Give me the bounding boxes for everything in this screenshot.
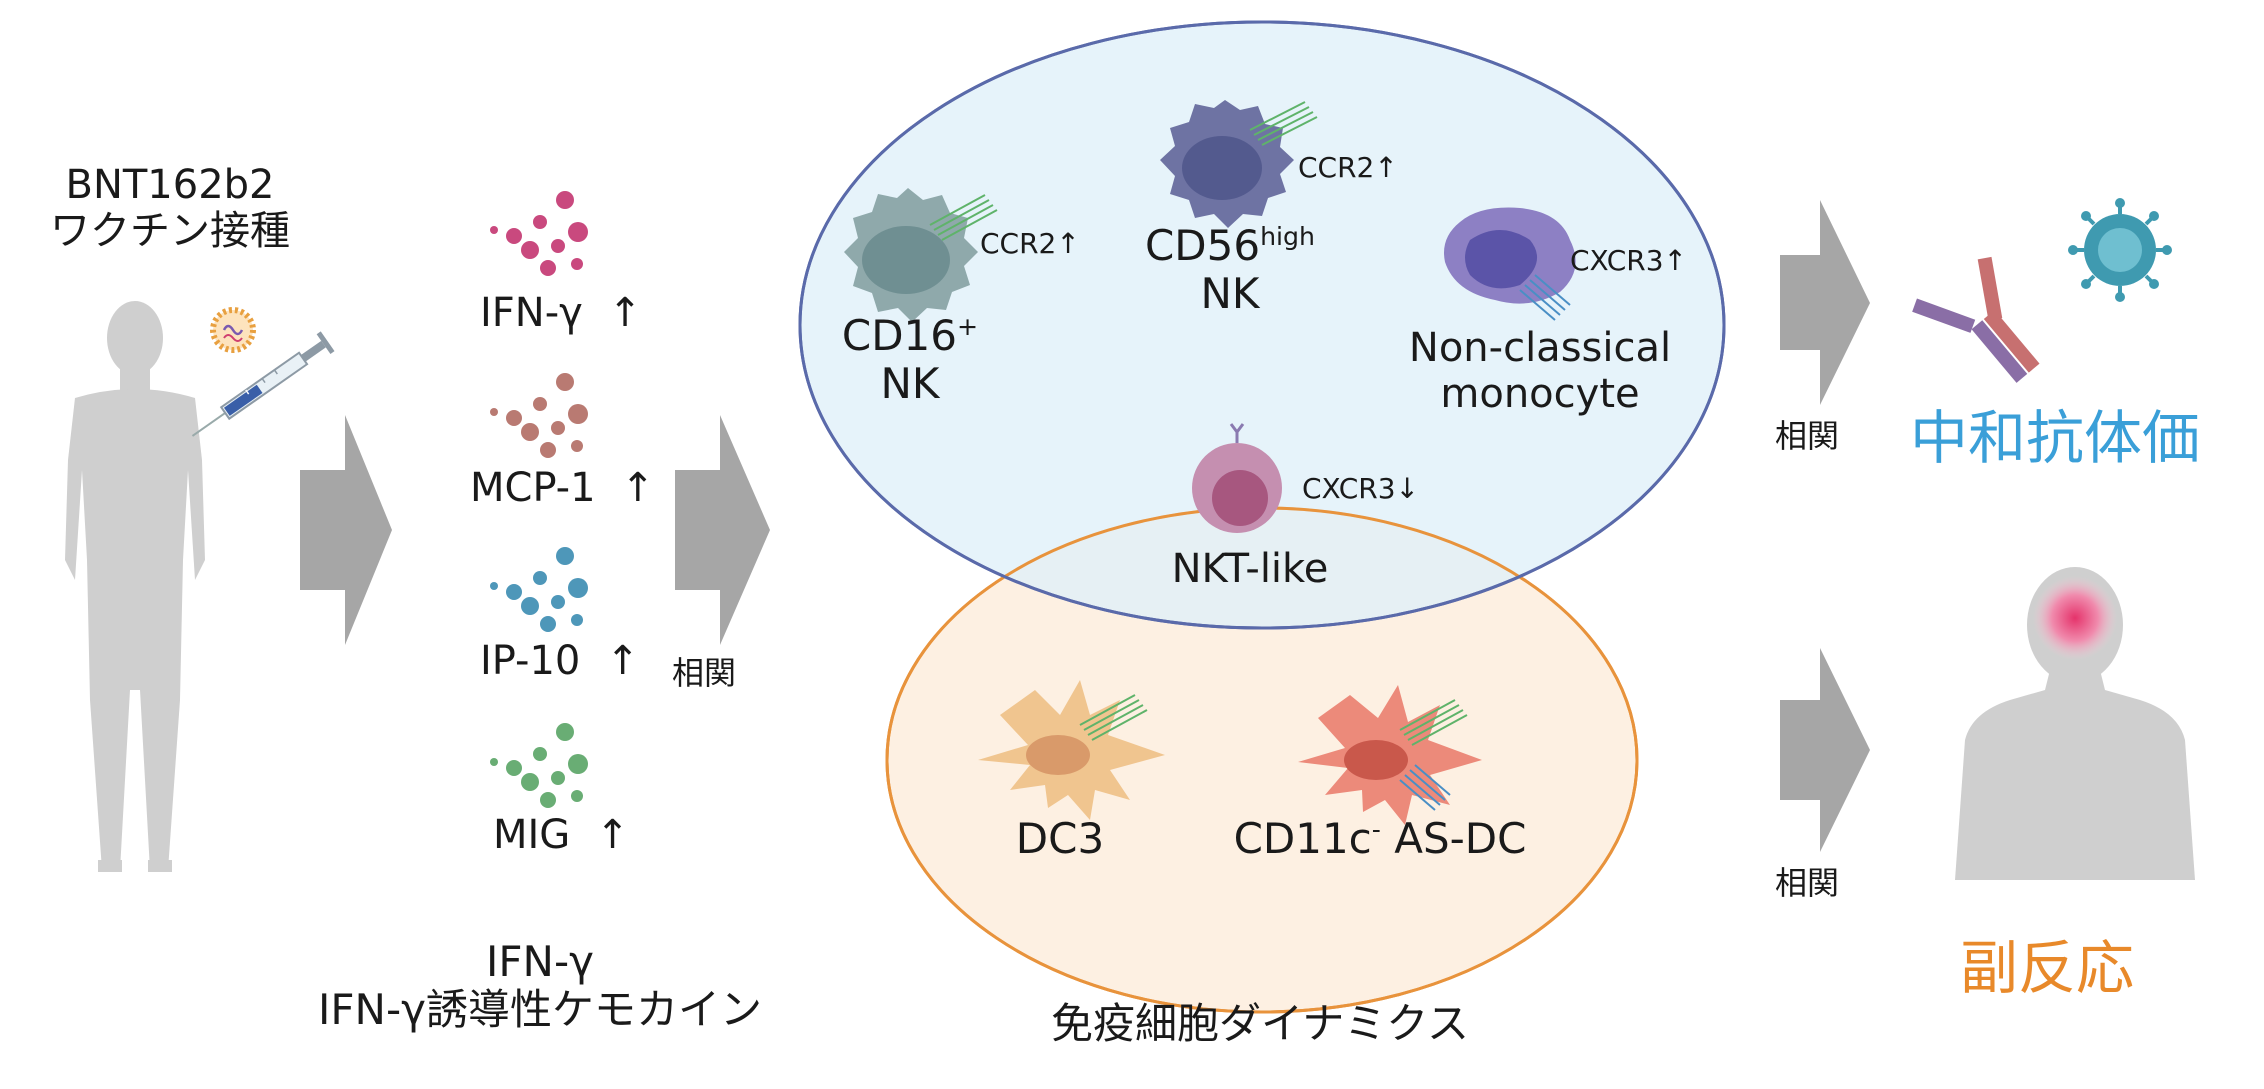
bottom-center-caption: 免疫細胞ダイナミクス: [1051, 999, 1469, 1048]
dc3-cell-icon: [978, 680, 1165, 820]
cd16-nk-label: CD16+ NK: [841, 311, 979, 409]
cd56-nk-label: CD56high NK: [1144, 221, 1316, 319]
correlation-label-1: 相関: [672, 654, 737, 692]
nkt-receptor-label: CXCR3↓: [1302, 472, 1419, 505]
nkt-label: NKT-like: [1171, 546, 1329, 592]
ifng-dots-icon: [490, 191, 588, 276]
arrow-4-icon: [1780, 648, 1870, 852]
asdc-label: CD11c- AS-DC: [1233, 814, 1527, 863]
arrow-1-icon: [300, 415, 392, 645]
monocyte-label: Non-classical monocyte: [1408, 325, 1672, 417]
person-silhouette-icon: [65, 301, 205, 872]
vaccine-title: BNT162b2 ワクチン接種: [50, 162, 290, 254]
cd56-receptor-label: CCR2↑: [1298, 151, 1398, 184]
monocyte-receptor-label: CXCR3↑: [1570, 244, 1687, 277]
neutralizing-antibody-title: 中和抗体価: [1910, 404, 2201, 472]
cd16-receptor-label: CCR2↑: [980, 227, 1080, 260]
correlation-label-3: 相関: [1775, 864, 1840, 902]
bottom-left-caption: IFN-γ IFN-γ誘導性ケモカイン: [318, 937, 762, 1035]
lipid-nanoparticle-icon: [210, 307, 256, 353]
correlation-label-2: 相関: [1775, 417, 1840, 455]
monocyte-cell-icon: [1444, 207, 1576, 321]
mig-dots-icon: [490, 723, 588, 808]
ip10-dots-icon: [490, 547, 588, 632]
mcp1-dots-icon: [490, 373, 588, 458]
cytokine-ip10: IP-10 ↑: [480, 638, 640, 684]
cytokine-mcp1: MCP-1 ↑: [470, 465, 655, 511]
virus-icon: [2068, 198, 2172, 302]
cd16-nk-cell-icon: [844, 188, 998, 322]
cd56-nk-cell-icon: [1160, 100, 1318, 228]
asdc-cell-icon: [1298, 685, 1482, 825]
antibody-icon: [1912, 256, 2040, 383]
nkt-cell-icon: [1192, 423, 1282, 533]
headache-person-icon: [1955, 567, 2195, 880]
arrow-3-icon: [1780, 200, 1870, 405]
syringe-icon: [191, 331, 335, 437]
dc3-label: DC3: [1015, 814, 1105, 863]
cytokine-mig: MIG ↑: [493, 812, 630, 858]
cytokine-ifng: IFN-γ ↑: [480, 290, 642, 336]
side-effect-title: 副反応: [1960, 934, 2135, 1002]
arrow-2-icon: [675, 415, 770, 645]
